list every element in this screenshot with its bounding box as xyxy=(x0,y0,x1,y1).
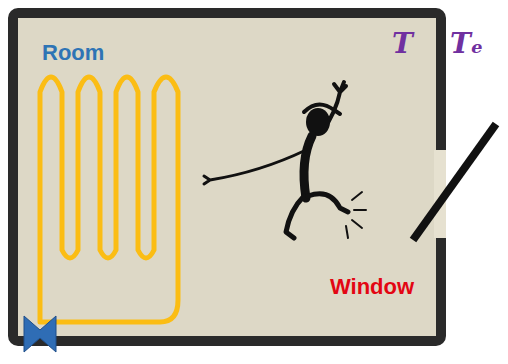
stick-figure xyxy=(204,82,366,238)
window-opening xyxy=(434,150,446,238)
figure-leg-right xyxy=(308,194,348,212)
temperature-label: Tₑ xyxy=(450,30,483,58)
figure-leg-left xyxy=(286,196,304,238)
figure-head xyxy=(306,108,330,136)
figure-cap xyxy=(304,104,340,114)
figure-body xyxy=(304,136,312,198)
figure-arm-up xyxy=(322,82,346,132)
shock-lines xyxy=(346,192,366,238)
window-pane xyxy=(413,124,496,240)
valve-symbol xyxy=(24,316,56,352)
room-title: Room xyxy=(42,42,104,64)
heating-coil xyxy=(40,77,178,322)
room-box: Room xyxy=(8,8,446,346)
figure-arm-reach xyxy=(204,150,306,184)
